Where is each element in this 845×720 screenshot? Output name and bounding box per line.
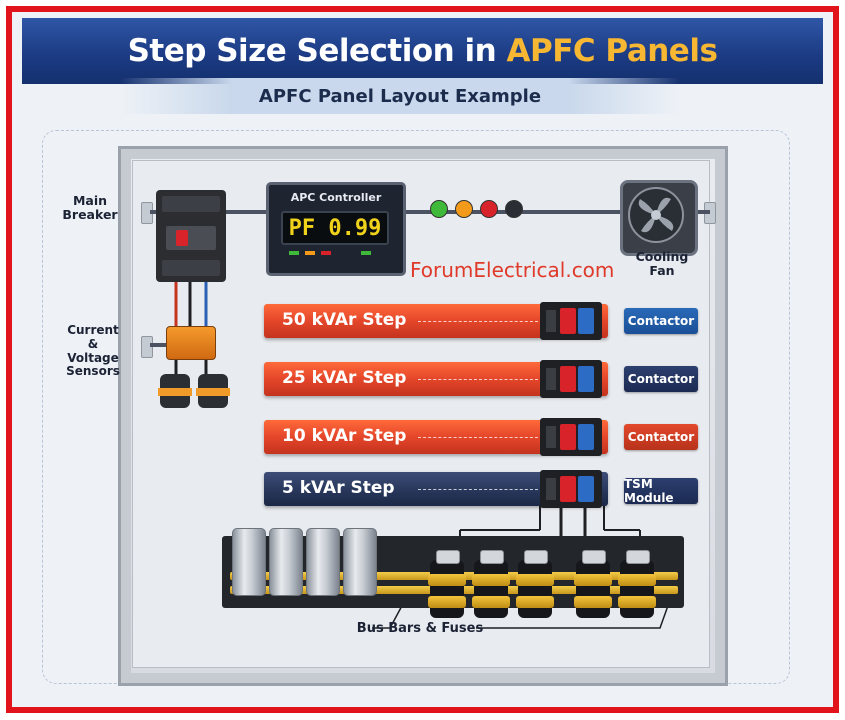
capacitor-can xyxy=(343,528,377,596)
label-cooling-fan: Cooling Fan xyxy=(635,249,689,279)
indicator-lamp-off xyxy=(505,200,523,218)
label-bus-bars: Bus Bars & Fuses xyxy=(356,621,484,636)
label-line: & xyxy=(87,336,99,351)
controller-title: APC Controller xyxy=(290,191,382,204)
fuse xyxy=(428,550,466,618)
capacitor-can xyxy=(232,528,266,596)
step-bar: 50 kVAr Step xyxy=(264,302,608,340)
step-label: 25 kVAr Step xyxy=(282,368,407,388)
label-line: Breaker xyxy=(62,207,118,223)
label-line: Current xyxy=(67,323,119,337)
fuse xyxy=(516,550,554,618)
contactor-block xyxy=(540,360,602,398)
label-line: Voltage xyxy=(67,350,119,365)
title-prefix: Step Size Selection in xyxy=(127,33,507,69)
main-breaker xyxy=(156,190,226,282)
controller-display: PF 0.99 xyxy=(281,211,389,245)
page-title: Step Size Selection in APFC Panels xyxy=(128,33,718,69)
contactor-block xyxy=(540,470,602,508)
hinge xyxy=(141,336,153,358)
fuse xyxy=(472,550,510,618)
indicator-lamp-amber xyxy=(455,200,473,218)
cooling-fan xyxy=(620,180,698,256)
fuse xyxy=(574,550,612,618)
apfc-controller: APC Controller PF 0.99 xyxy=(266,182,406,276)
indicator-lamp-red xyxy=(480,200,498,218)
subtitle-bar: APFC Panel Layout Example xyxy=(120,78,680,114)
device-tag: Contactor xyxy=(624,308,698,334)
fuse xyxy=(618,550,656,618)
device-tag: TSM Module xyxy=(624,477,698,505)
contactor-block xyxy=(540,302,602,340)
step-label: 50 kVAr Step xyxy=(282,310,407,330)
title-banner: Step Size Selection in APFC Panels xyxy=(22,18,823,84)
pf-readout: PF 0.99 xyxy=(288,215,382,241)
step-label: 10 kVAr Step xyxy=(282,426,407,446)
label-sensors: Current & Voltage Sensors xyxy=(56,323,130,379)
fan-icon xyxy=(628,187,684,243)
voltage-sensors xyxy=(156,374,234,420)
capacitor-can xyxy=(269,528,303,596)
indicator-lamp-green xyxy=(430,200,448,218)
watermark: ForumElectrical.com xyxy=(410,258,615,282)
label-main-breaker: Main Breaker xyxy=(58,193,122,223)
step-label: 5 kVAr Step xyxy=(282,478,395,498)
current-sensor xyxy=(166,326,216,360)
contactor-block xyxy=(540,418,602,456)
step-bar: 5 kVAr Step xyxy=(264,470,608,508)
label-line: Sensors xyxy=(66,364,120,379)
capacitor-can xyxy=(306,528,340,596)
step-bar: 10 kVAr Step xyxy=(264,418,608,456)
title-highlight: APFC Panels xyxy=(506,33,718,69)
label-line: Main xyxy=(72,193,108,208)
subtitle: APFC Panel Layout Example xyxy=(258,85,542,107)
device-tag: Contactor xyxy=(624,366,698,392)
device-tag: Contactor xyxy=(624,424,698,450)
step-bar: 25 kVAr Step xyxy=(264,360,608,398)
